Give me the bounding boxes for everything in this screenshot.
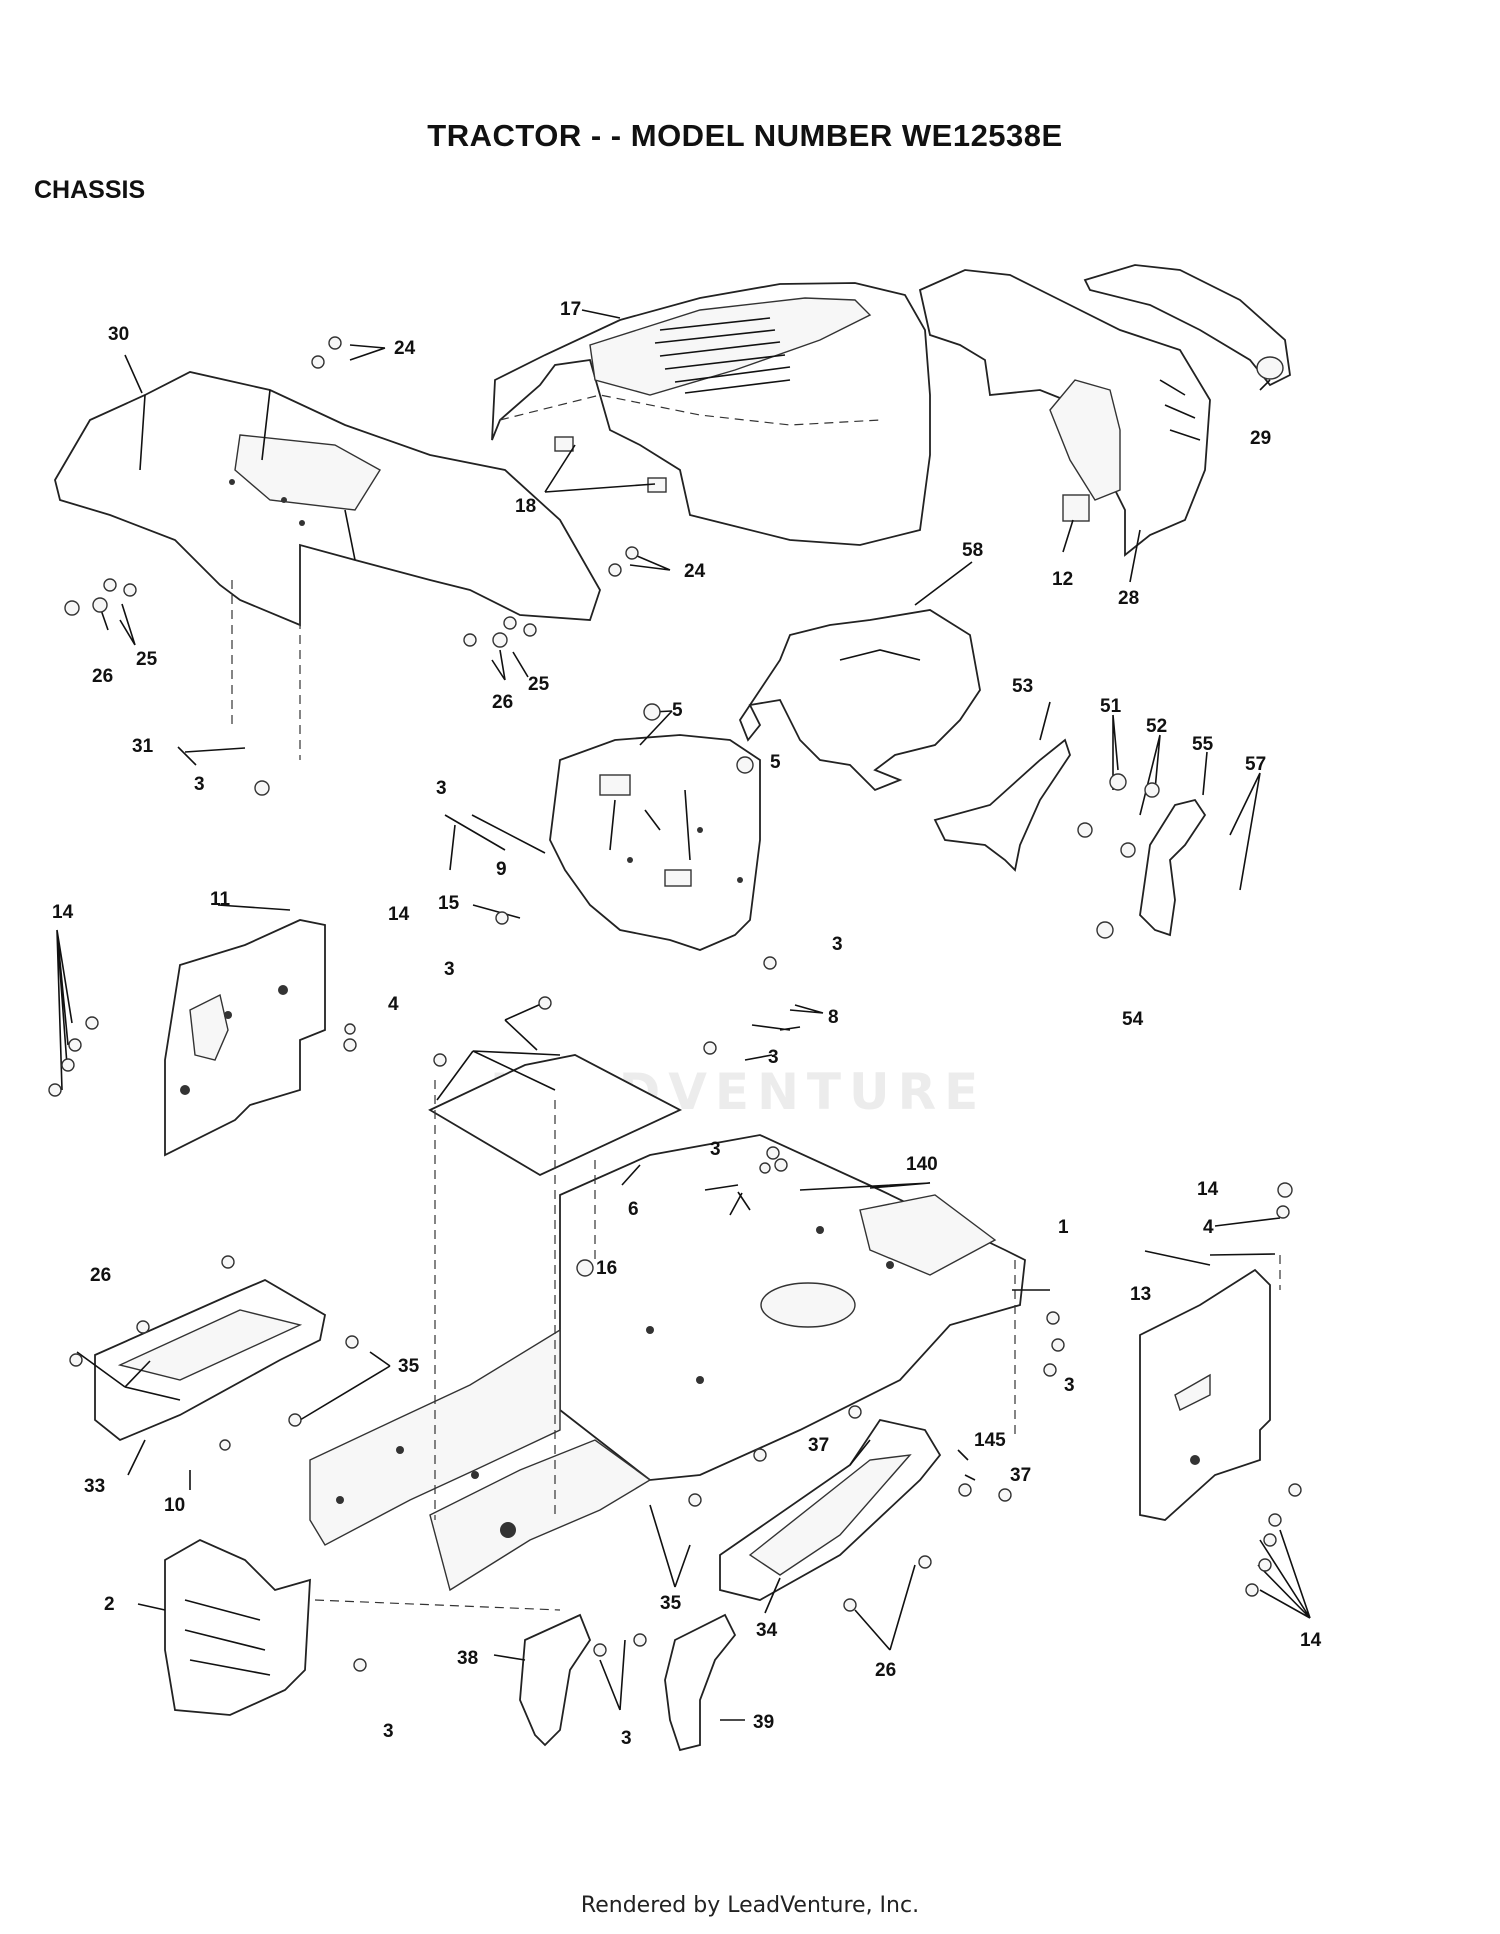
callout-1: 1	[1058, 1217, 1069, 1238]
callout-14-left: 14	[52, 902, 74, 923]
callout-3-f: 3	[710, 1139, 721, 1160]
callout-5-lower: 5	[770, 752, 781, 773]
callout-58: 58	[962, 540, 983, 561]
part-dash-panel[interactable]	[549, 734, 761, 951]
part-53-bracket[interactable]	[933, 738, 1071, 872]
callout-26-mid: 26	[492, 692, 513, 713]
callout-10: 10	[164, 1495, 185, 1516]
callout-3-c: 3	[444, 959, 455, 980]
callout-6: 6	[628, 1199, 639, 1220]
callout-53: 53	[1012, 676, 1033, 697]
callout-14-lower-right: 14	[1300, 1630, 1322, 1651]
callout-26-lower-right: 26	[875, 1660, 896, 1681]
callout-51: 51	[1100, 696, 1122, 717]
part-39-bracket[interactable]	[664, 1613, 737, 1752]
leader-lines	[56, 309, 1311, 1721]
callout-140: 140	[906, 1154, 938, 1175]
callout-57: 57	[1245, 754, 1266, 775]
callout-2: 2	[104, 1594, 115, 1615]
callout-145: 145	[974, 1430, 1006, 1451]
alignment-lines	[231, 580, 1281, 1611]
part-11-side-panel[interactable]	[164, 919, 326, 1157]
part-dash-shroud[interactable]	[738, 609, 981, 792]
callout-33: 33	[84, 1476, 105, 1497]
part-hood[interactable]	[491, 282, 931, 546]
callout-28: 28	[1118, 588, 1139, 609]
callout-30: 30	[108, 324, 129, 345]
callout-15: 15	[438, 893, 460, 914]
part-2-plate[interactable]	[164, 1538, 311, 1716]
callout-34: 34	[756, 1620, 778, 1641]
callout-26-lower-left: 26	[90, 1265, 111, 1286]
footer-credit: Rendered by LeadVenture, Inc.	[580, 1893, 920, 1918]
part-34-footrest[interactable]	[719, 1418, 942, 1601]
callout-3-b: 3	[436, 778, 447, 799]
part-headlight-lens[interactable]	[1083, 264, 1291, 387]
callout-37-b: 37	[1010, 1465, 1031, 1486]
callout-39: 39	[753, 1712, 774, 1733]
callout-54: 54	[1122, 1009, 1144, 1030]
page-title-text: TRACTOR - - MODEL NUMBER WE12538E	[427, 118, 1063, 153]
part-rear-fender[interactable]	[54, 371, 601, 627]
part-38-bracket[interactable]	[519, 1613, 592, 1747]
callout-25-left: 25	[136, 649, 158, 670]
callout-35-lower: 35	[660, 1593, 682, 1614]
callout-3-a: 3	[194, 774, 205, 795]
callout-8: 8	[828, 1007, 839, 1028]
callout-17: 17	[560, 299, 581, 320]
part-55-bracket[interactable]	[1139, 798, 1207, 937]
part-grille[interactable]	[918, 269, 1211, 557]
callout-14-right: 14	[1197, 1179, 1219, 1200]
callout-55: 55	[1192, 734, 1214, 755]
callout-12: 12	[1052, 569, 1073, 590]
callout-37-a: 37	[808, 1435, 829, 1456]
callout-29: 29	[1250, 428, 1271, 449]
callout-3-h: 3	[383, 1721, 394, 1742]
callout-13: 13	[1130, 1284, 1151, 1305]
callout-3-i: 3	[621, 1728, 632, 1749]
callout-35-left: 35	[398, 1356, 420, 1377]
part-12-bumper-pad[interactable]	[1062, 494, 1090, 522]
callout-5-top: 5	[672, 700, 683, 721]
part-33-footrest[interactable]	[94, 1278, 327, 1442]
callout-4-center: 4	[388, 994, 399, 1015]
callout-4-right: 4	[1203, 1217, 1214, 1238]
callout-11: 11	[210, 889, 231, 910]
part-13-side-panel[interactable]	[1139, 1268, 1271, 1521]
callout-26-left: 26	[92, 666, 113, 687]
section-label: CHASSIS	[34, 176, 146, 204]
fasteners	[48, 336, 1302, 1672]
callout-52: 52	[1146, 716, 1167, 737]
callout-3-d: 3	[832, 934, 843, 955]
callout-25-mid: 25	[528, 674, 550, 695]
callout-3-e: 3	[768, 1047, 779, 1068]
callout-16: 16	[596, 1258, 617, 1279]
callout-24-mid: 24	[684, 561, 706, 582]
callout-labels: 30 24 17 29 18 24 12 28 58 26 25 26 25 5…	[52, 299, 1322, 1749]
part-1-frame[interactable]	[309, 1134, 1026, 1592]
callout-14-center: 14	[388, 904, 410, 925]
callout-18: 18	[515, 496, 536, 517]
page-title: TRACTOR - - MODEL NUMBER WE12538E	[0, 118, 1500, 154]
callout-9: 9	[496, 859, 507, 880]
callout-38: 38	[457, 1648, 478, 1669]
callout-3-g: 3	[1064, 1375, 1075, 1396]
callout-24-top: 24	[394, 338, 416, 359]
callout-31: 31	[132, 736, 154, 757]
